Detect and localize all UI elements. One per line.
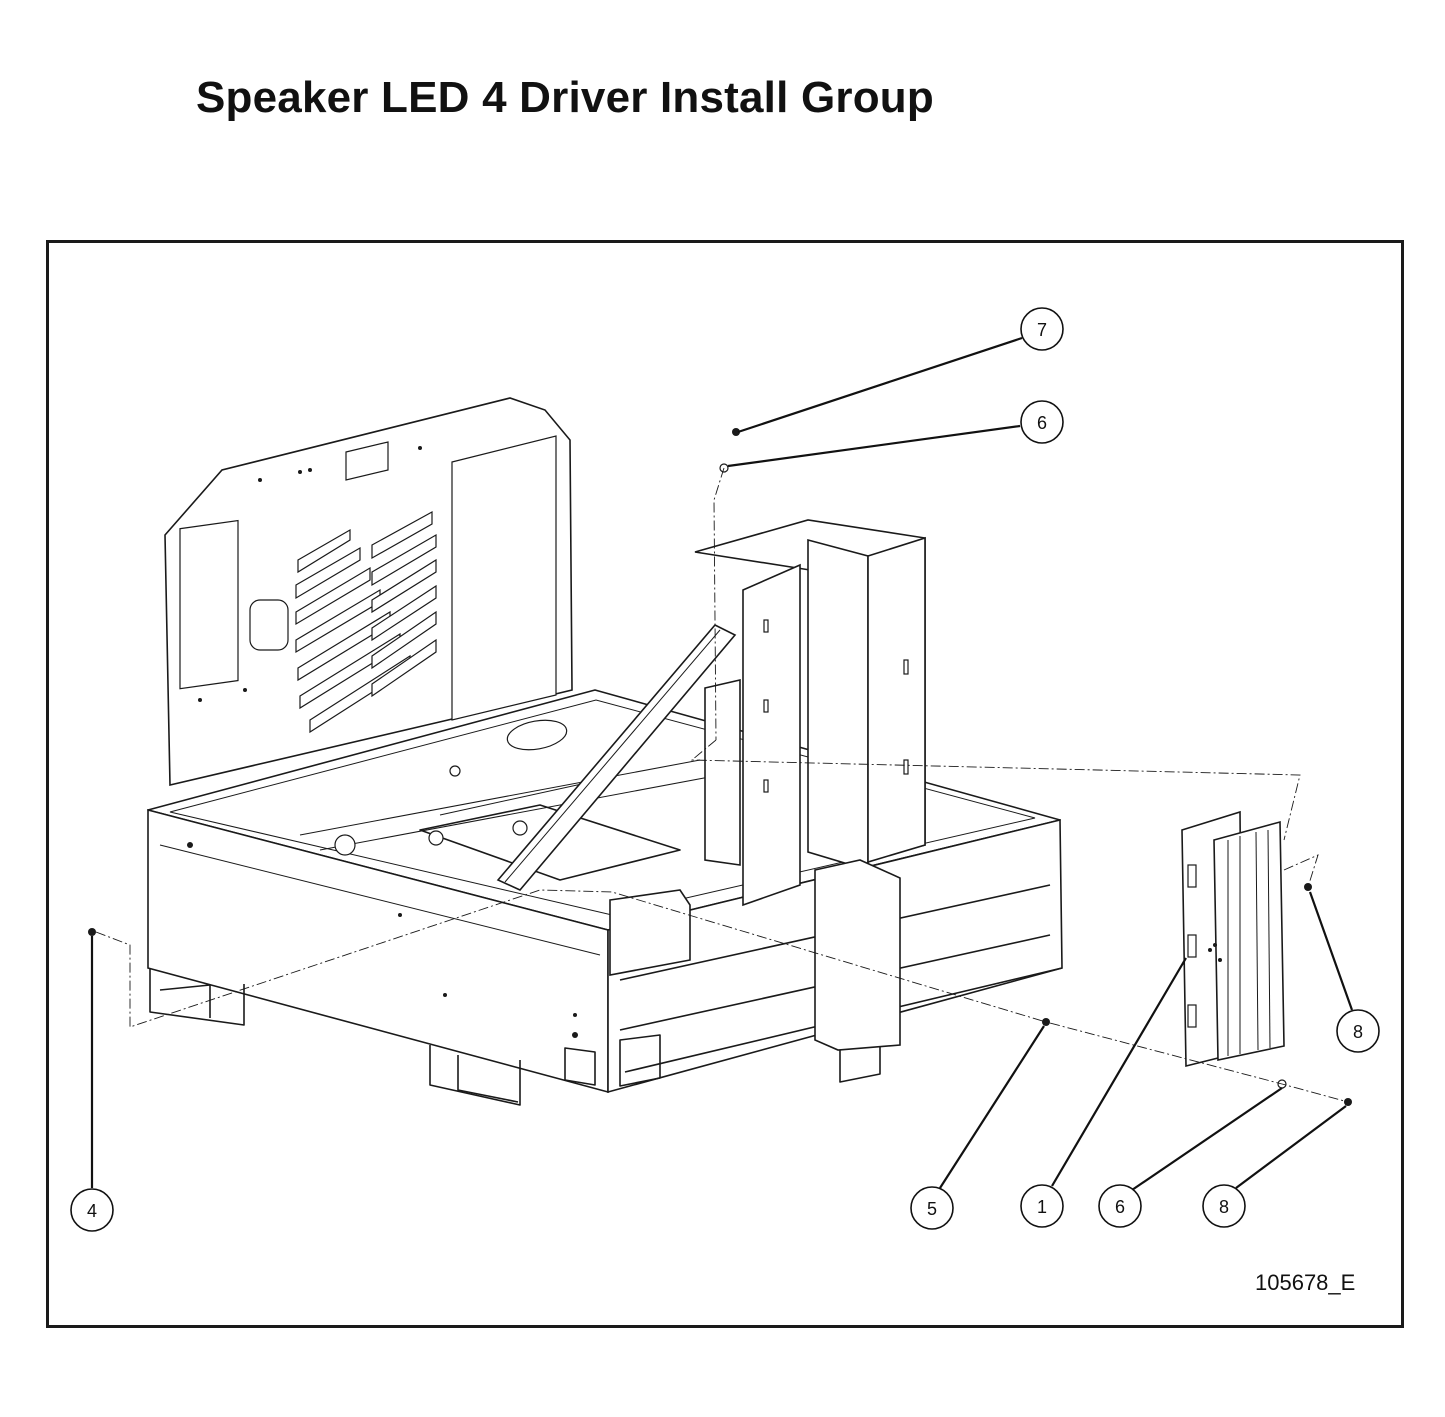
- callout-6-bottom: 6: [1098, 1184, 1142, 1228]
- svg-text:7: 7: [1037, 320, 1047, 340]
- svg-text:1: 1: [1037, 1197, 1047, 1217]
- svg-text:8: 8: [1353, 1022, 1363, 1042]
- assembly-center-lines: [95, 467, 1349, 1103]
- svg-text:8: 8: [1219, 1197, 1229, 1217]
- center-column: [609, 519, 926, 1051]
- svg-text:4: 4: [87, 1201, 97, 1221]
- leader-lines: [90, 336, 1354, 1191]
- speaker-vent-slots: [295, 510, 437, 734]
- nut-4: [88, 928, 96, 936]
- nut-7-top: [732, 428, 740, 436]
- callout-8-bottom: 8: [1202, 1184, 1246, 1228]
- callout-8-right: 8: [1336, 1009, 1380, 1053]
- drawing-number: 105678_E: [1255, 1270, 1356, 1295]
- callout-1: 1: [1020, 1184, 1064, 1228]
- callout-5: 5: [910, 1186, 954, 1230]
- page-title: Speaker LED 4 Driver Install Group: [196, 73, 934, 122]
- svg-text:6: 6: [1115, 1197, 1125, 1217]
- nut-8-right: [1304, 883, 1312, 891]
- svg-text:6: 6: [1037, 413, 1047, 433]
- callout-6-top: 6: [1020, 400, 1064, 444]
- back-speaker-panel: [164, 397, 573, 787]
- hardware-fasteners: [88, 428, 1352, 1106]
- diagonal-brace: [496, 624, 737, 891]
- callout-4: 4: [70, 1188, 114, 1232]
- callout-7-top: 7: [1020, 307, 1064, 351]
- led-driver-assembly: [1181, 810, 1285, 1068]
- svg-text:5: 5: [927, 1199, 937, 1219]
